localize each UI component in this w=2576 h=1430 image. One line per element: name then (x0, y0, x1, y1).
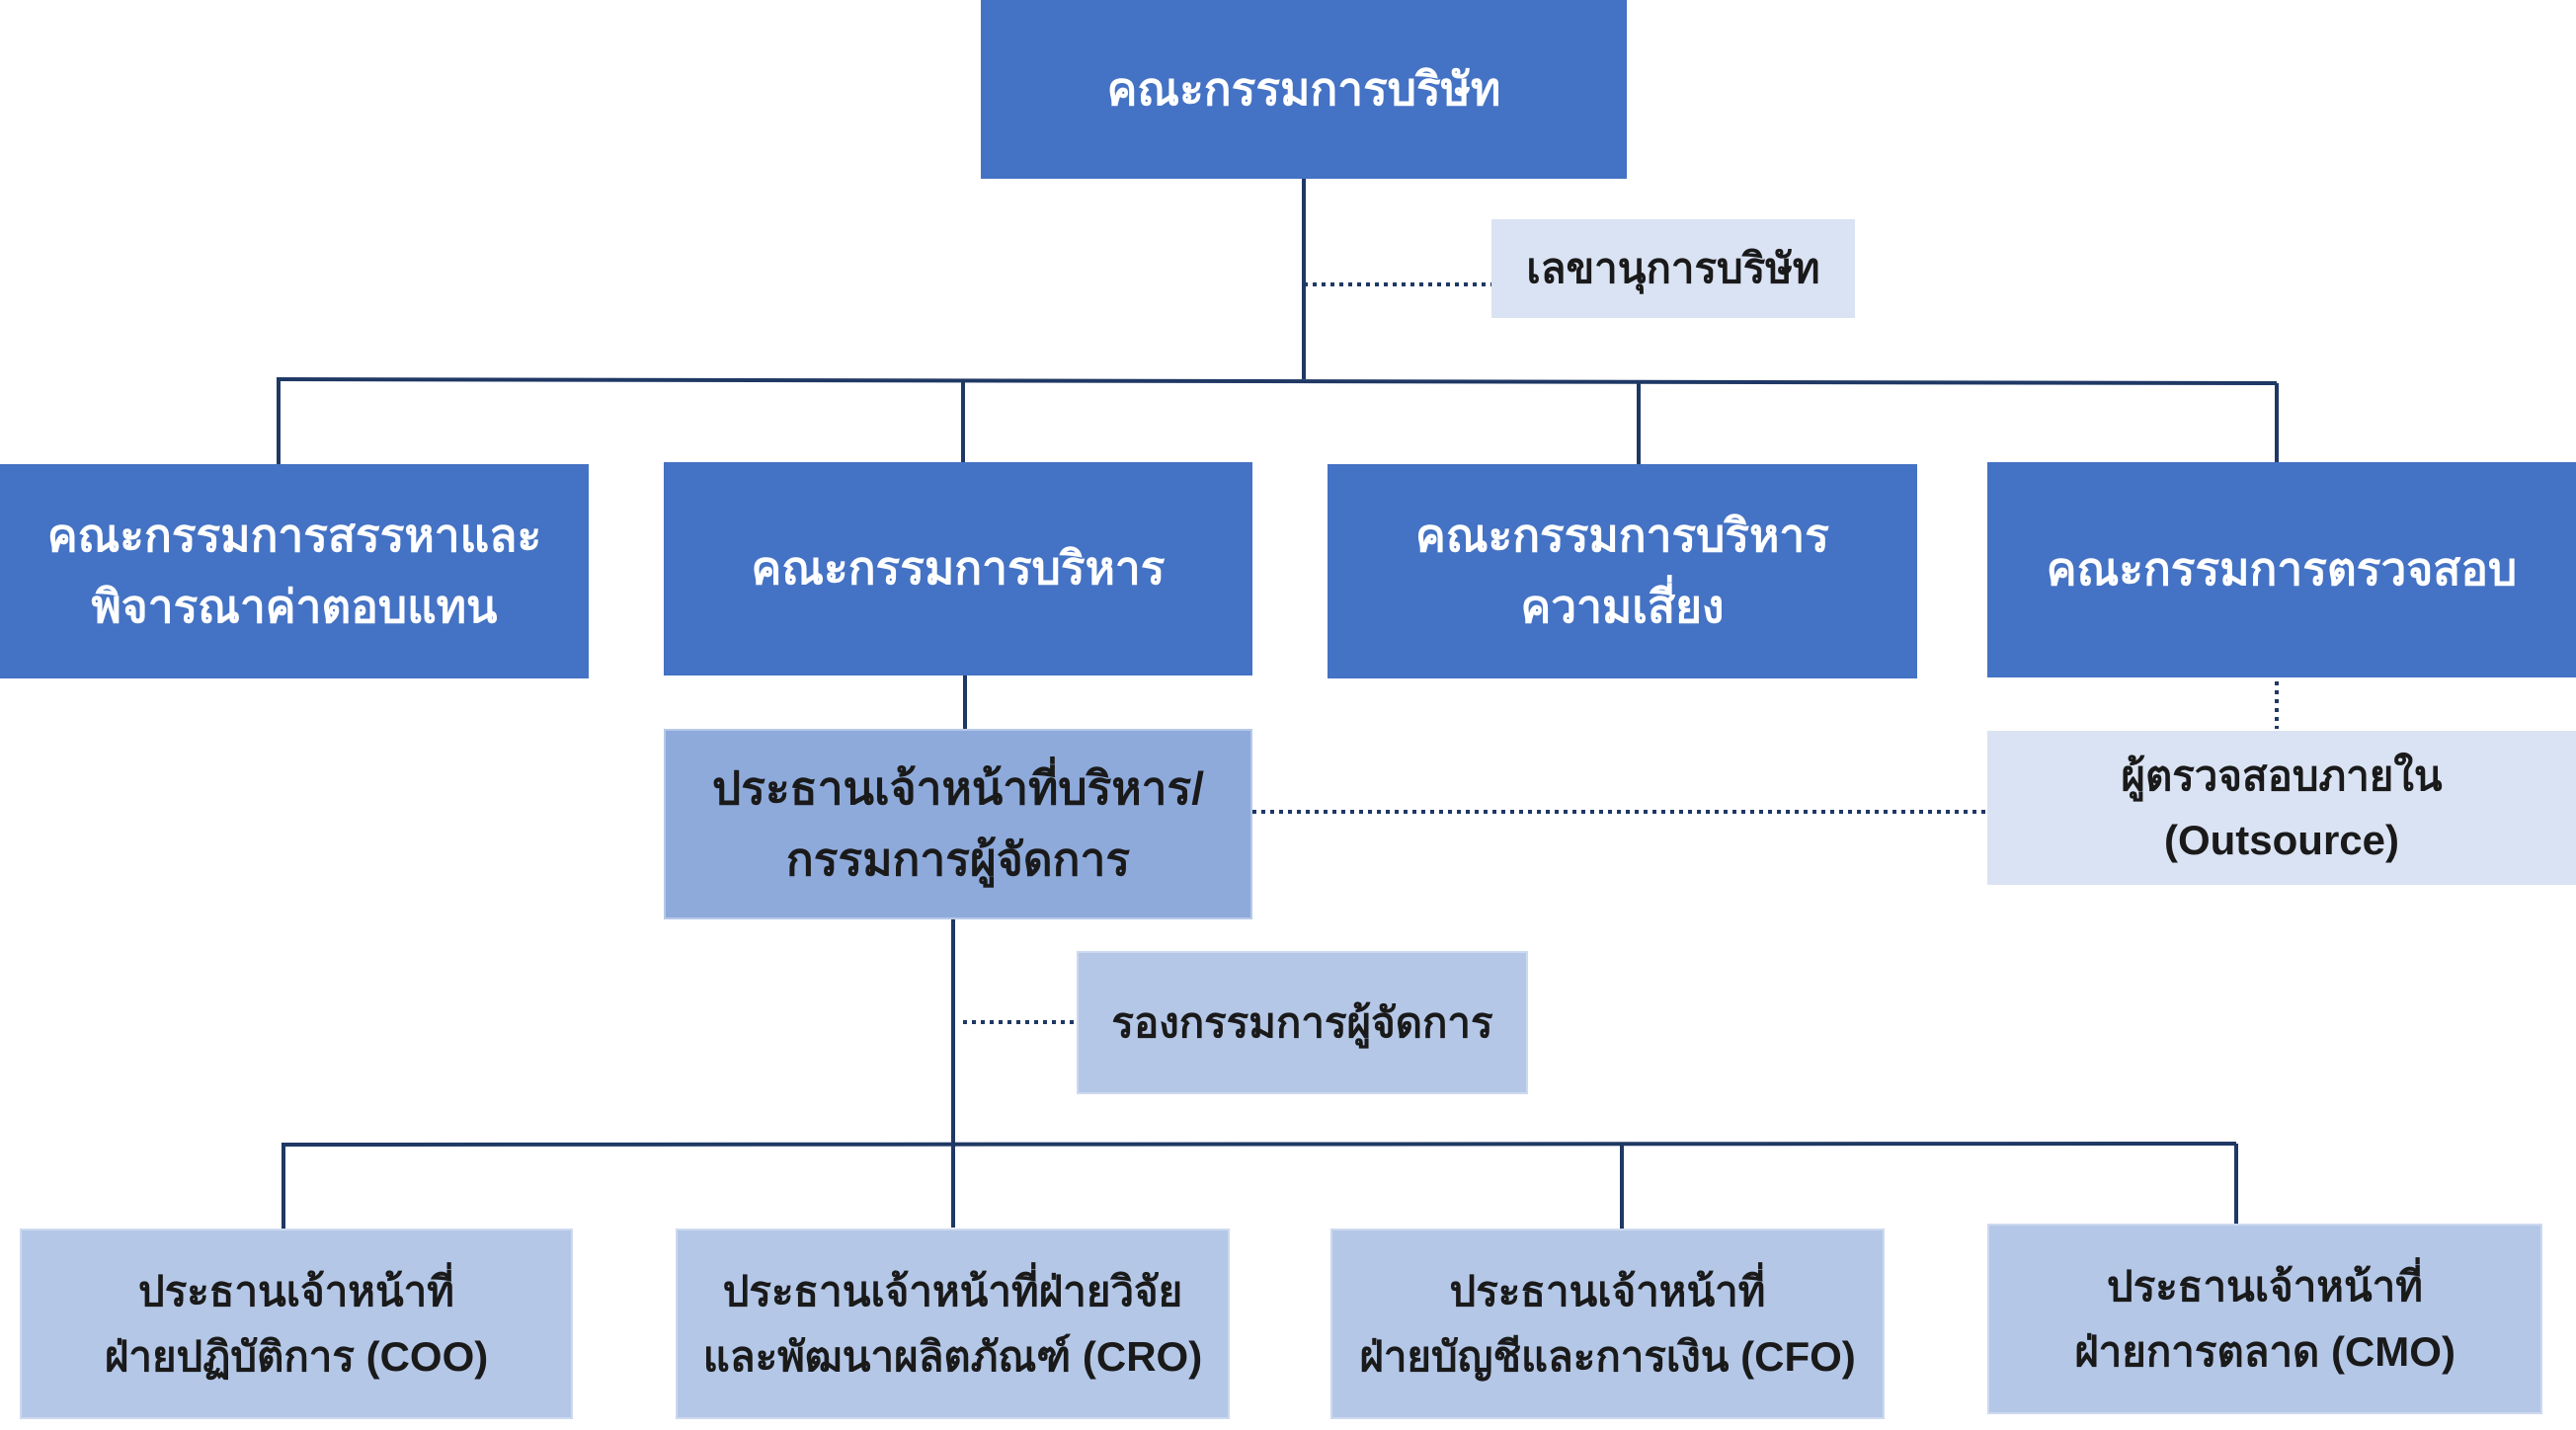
cfo-line1: ประธานเจ้าหน้าที่ (1449, 1268, 1766, 1315)
coo-line2: ฝ่ายปฏิบัติการ (COO) (104, 1332, 489, 1380)
company-secretary-title: เลขานุการบริษัท (1526, 245, 1820, 292)
cmo-box: ประธานเจ้าหน้าที่ ฝ่ายการตลาด (CMO) (1987, 1224, 2542, 1414)
deputy-managing-director-title: รองกรรมการผู้จัดการ (1111, 998, 1493, 1046)
cro-line2: และพัฒนาผลิตภัณฑ์ (CRO) (702, 1332, 1203, 1380)
cmo-line2: ฝ่ายการตลาด (CMO) (2074, 1327, 2455, 1375)
risk-committee-box: คณะกรรมการบริหาร ความเสี่ยง (1328, 464, 1917, 678)
ceo-title-line1: ประธานเจ้าหน้าที่บริหาร/ (712, 762, 1204, 815)
ceo-title-line2: กรรมการผู้จัดการ (785, 833, 1131, 885)
board-of-directors-box: คณะกรรมการบริษัท (981, 0, 1627, 179)
internal-auditor-line2: (Outsource) (2163, 817, 2399, 863)
cfo-line2: ฝ่ายบัญชีและการเงิน (CFO) (1359, 1332, 1856, 1380)
risk-committee-line1: คณะกรรมการบริหาร (1415, 510, 1829, 562)
coo-line1: ประธานเจ้าหน้าที่ (138, 1268, 454, 1315)
officer-bus-line (281, 1142, 2237, 1147)
executive-committee-box: คณะกรรมการบริหาร (664, 462, 1252, 675)
audit-committee-title: คณะกรรมการตรวจสอบ (2046, 543, 2518, 596)
nomination-committee-line1: คณะกรรมการสรรหาและ (46, 510, 542, 562)
cro-box: ประธานเจ้าหน้าที่ฝ่ายวิจัย และพัฒนาผลิตภ… (676, 1229, 1230, 1419)
ceo-box: ประธานเจ้าหน้าที่บริหาร/ กรรมการผู้จัดกา… (664, 729, 1252, 919)
cro-line1: ประธานเจ้าหน้าที่ฝ่ายวิจัย (722, 1268, 1183, 1315)
board-of-directors-title: คณะกรรมการบริษัท (1106, 62, 1501, 115)
risk-committee-line2: ความเสี่ยง (1520, 580, 1725, 632)
committee-bus-line (276, 377, 2278, 385)
coo-box: ประธานเจ้าหน้าที่ ฝ่ายปฏิบัติการ (COO) (20, 1229, 573, 1419)
audit-committee-box: คณะกรรมการตรวจสอบ (1987, 462, 2576, 677)
executive-committee-title: คณะกรรมการบริหาร (751, 542, 1166, 595)
internal-auditor-box: ผู้ตรวจสอบภายใน (Outsource) (1987, 731, 2576, 885)
deputy-managing-director-box: รองกรรมการผู้จัดการ (1077, 951, 1528, 1094)
cfo-box: ประธานเจ้าหน้าที่ ฝ่ายบัญชีและการเงิน (C… (1330, 1229, 1885, 1419)
internal-auditor-line1: ผู้ตรวจสอบภายใน (2121, 752, 2443, 799)
cmo-line1: ประธานเจ้าหน้าที่ (2107, 1263, 2423, 1311)
nomination-committee-box: คณะกรรมการสรรหาและ พิจารณาค่าตอบแทน (0, 464, 589, 678)
company-secretary-box: เลขานุการบริษัท (1491, 219, 1855, 318)
nomination-committee-line2: พิจารณาค่าตอบแทน (91, 580, 498, 632)
